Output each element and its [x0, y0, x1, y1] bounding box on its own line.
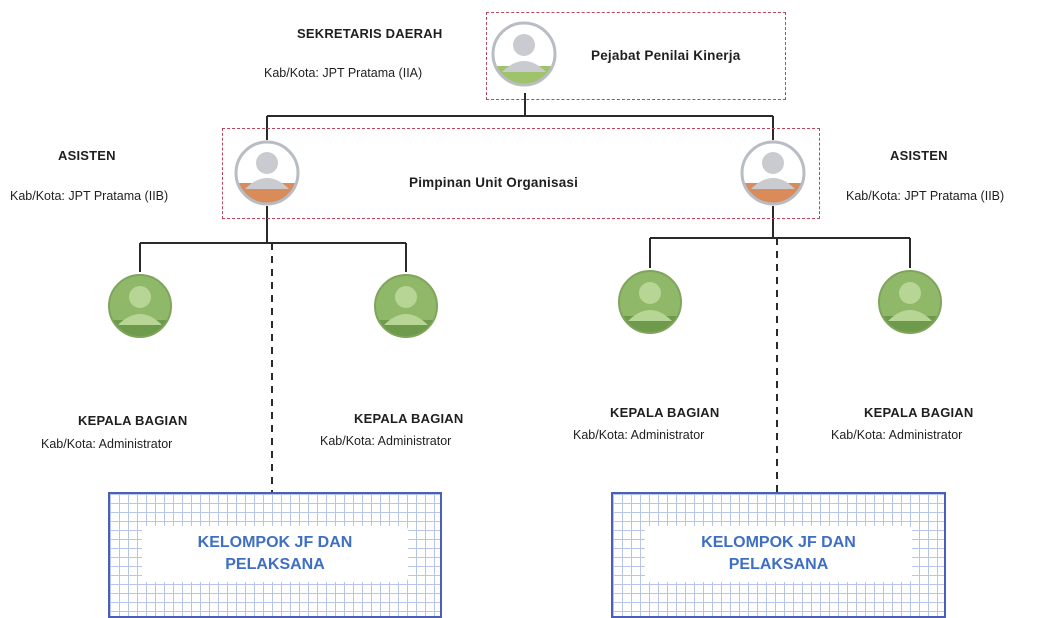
head-4-subtitle: Kab/Kota: Administrator	[831, 428, 963, 442]
head-1-subtitle: Kab/Kota: Administrator	[41, 437, 173, 451]
user-avatar-icon	[108, 274, 172, 338]
group-label-left-line2: PELAKSANA	[225, 556, 325, 573]
user-avatar-icon	[234, 140, 300, 206]
head-1-title: KEPALA BAGIAN	[78, 413, 188, 428]
asisten-left-title: ASISTEN	[58, 148, 116, 163]
user-avatar-icon	[618, 270, 682, 334]
asisten-left-subtitle: Kab/Kota: JPT Pratama (IIB)	[10, 189, 169, 203]
user-avatar-icon	[374, 274, 438, 338]
head-4-title: KEPALA BAGIAN	[864, 405, 974, 420]
group-label-right-line1: KELOMPOK JF DAN	[701, 534, 856, 551]
user-avatar-icon	[740, 140, 806, 206]
top-title: SEKRETARIS DAERAH	[297, 26, 443, 41]
head-3-title: KEPALA BAGIAN	[610, 405, 720, 420]
middle-dashed-box	[222, 128, 820, 219]
group-box-left: KELOMPOK JF DAN PELAKSANA	[108, 492, 442, 618]
group-label-right: KELOMPOK JF DAN PELAKSANA	[645, 526, 912, 582]
head-3-subtitle: Kab/Kota: Administrator	[573, 428, 705, 442]
asisten-right-subtitle: Kab/Kota: JPT Pratama (IIB)	[846, 189, 1005, 203]
top-box-label: Pejabat Penilai Kinerja	[591, 48, 741, 63]
group-label-left-line1: KELOMPOK JF DAN	[197, 534, 353, 551]
group-label-left: KELOMPOK JF DAN PELAKSANA	[142, 526, 408, 582]
top-dashed-box	[486, 12, 786, 100]
group-box-right: KELOMPOK JF DAN PELAKSANA	[611, 492, 946, 618]
head-2-subtitle: Kab/Kota: Administrator	[320, 434, 452, 448]
asisten-right-title: ASISTEN	[890, 148, 948, 163]
user-avatar-icon	[491, 21, 557, 87]
head-2-title: KEPALA BAGIAN	[354, 411, 464, 426]
top-subtitle: Kab/Kota: JPT Pratama (IIA)	[264, 66, 423, 80]
group-label-right-line2: PELAKSANA	[728, 556, 829, 573]
middle-box-label: Pimpinan Unit Organisasi	[409, 175, 579, 190]
user-avatar-icon	[878, 270, 942, 334]
